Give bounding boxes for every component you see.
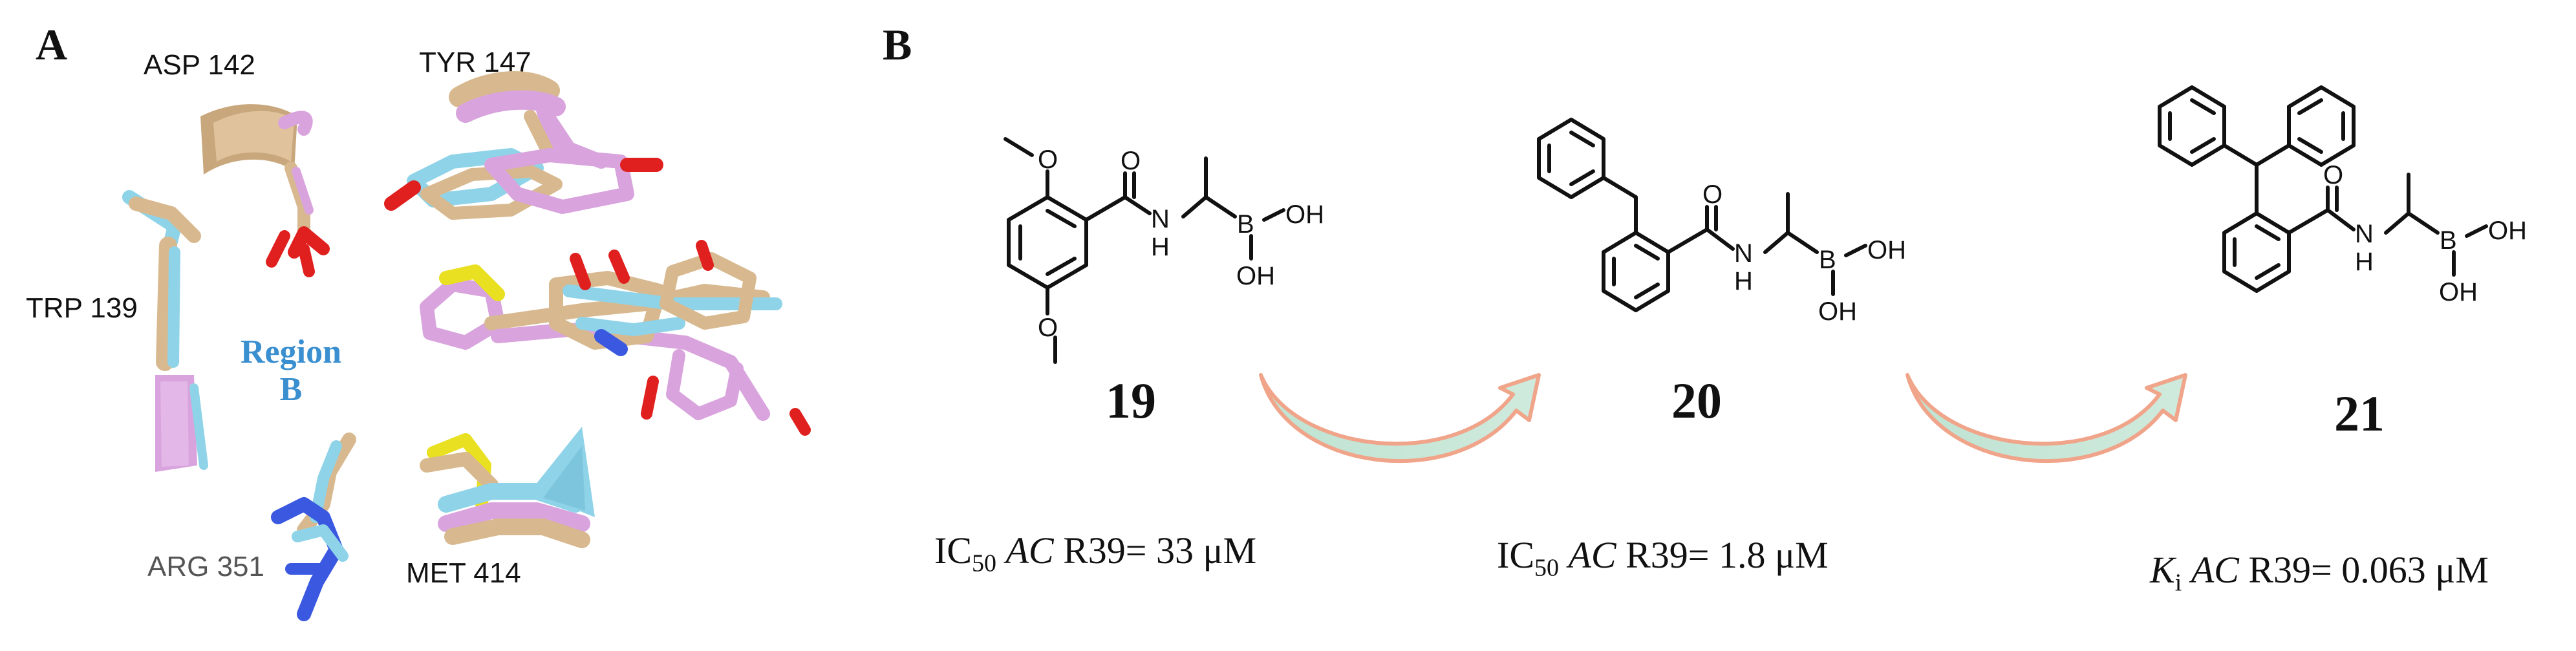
activity-21: Ki AC R39= 0.063 μM xyxy=(2150,548,2489,597)
atom-O: O xyxy=(2323,161,2343,189)
panel-a-letter: A xyxy=(36,20,68,69)
curved-arrow-19-to-20 xyxy=(1259,373,1541,464)
structure-20 xyxy=(1537,118,1867,312)
atom-OH: OH xyxy=(1285,200,1324,229)
atom-labels: O O O N H B OH OH O N H B OH OH O N H B … xyxy=(1038,145,2527,342)
activity-19: IC50 AC R39= 33 μM xyxy=(934,529,1256,578)
asp-142-residue xyxy=(200,104,330,277)
metric: K xyxy=(2150,549,2175,591)
atom-H: H xyxy=(1151,233,1170,261)
atom-O: O xyxy=(1038,314,1058,342)
curved-arrow-20-to-21 xyxy=(1905,373,2187,464)
region-b-label: Region B xyxy=(226,334,356,409)
atom-O: O xyxy=(1121,147,1141,175)
residue-label-arg: ARG 351 xyxy=(147,551,264,582)
trp-139-residue xyxy=(122,190,208,472)
atom-B: B xyxy=(2440,226,2457,255)
target: AC xyxy=(2191,549,2239,591)
target: AC xyxy=(1568,534,1616,576)
atom-OH: OH xyxy=(1236,262,1275,290)
atom-OH: OH xyxy=(1867,236,1906,264)
residue-label-met: MET 414 xyxy=(406,557,521,589)
atom-H: H xyxy=(2355,248,2374,276)
compound-number-21: 21 xyxy=(2334,385,2385,442)
activity-rest: R39= 1.8 μM xyxy=(1616,534,1829,576)
metric: IC xyxy=(934,529,972,571)
metric: IC xyxy=(1497,534,1534,576)
met-414-residue xyxy=(420,427,595,548)
atom-OH: OH xyxy=(1818,297,1857,326)
atom-O: O xyxy=(1038,145,1058,174)
residue-label-asp: ASP 142 xyxy=(144,49,255,81)
activity-rest: R39= 33 μM xyxy=(1053,529,1257,571)
atom-N: N xyxy=(1734,239,1753,268)
metric-sub: 50 xyxy=(972,550,996,577)
structure-21 xyxy=(2158,85,2488,293)
activity-rest: R39= 0.063 μM xyxy=(2238,549,2489,591)
metric-sub: 50 xyxy=(1534,554,1559,582)
tyr-147-residue xyxy=(384,71,663,220)
region-b-line1: Region xyxy=(241,334,341,370)
arg-351-residue xyxy=(271,432,356,621)
activity-20: IC50 AC R39= 1.8 μM xyxy=(1497,533,1829,582)
residue-label-trp: TRP 139 xyxy=(26,292,138,324)
atom-N: N xyxy=(1151,205,1170,233)
atom-H: H xyxy=(1734,267,1753,295)
atom-B: B xyxy=(1237,210,1254,239)
atom-O: O xyxy=(1702,180,1723,209)
metric-sub: i xyxy=(2174,569,2182,597)
compound-number-20: 20 xyxy=(1671,372,1722,429)
structure-19 xyxy=(1004,137,1285,364)
protein-binding-site-render xyxy=(122,71,811,621)
target: AC xyxy=(1005,529,1054,571)
region-b-line2: B xyxy=(279,371,303,408)
ligand-cluster xyxy=(420,240,811,436)
panel-b-letter: B xyxy=(883,20,912,69)
atom-N: N xyxy=(2355,220,2374,248)
compound-number-19: 19 xyxy=(1106,372,1156,429)
atom-OH: OH xyxy=(2488,217,2527,245)
atom-B: B xyxy=(1819,246,1836,274)
atom-OH: OH xyxy=(2439,278,2478,306)
